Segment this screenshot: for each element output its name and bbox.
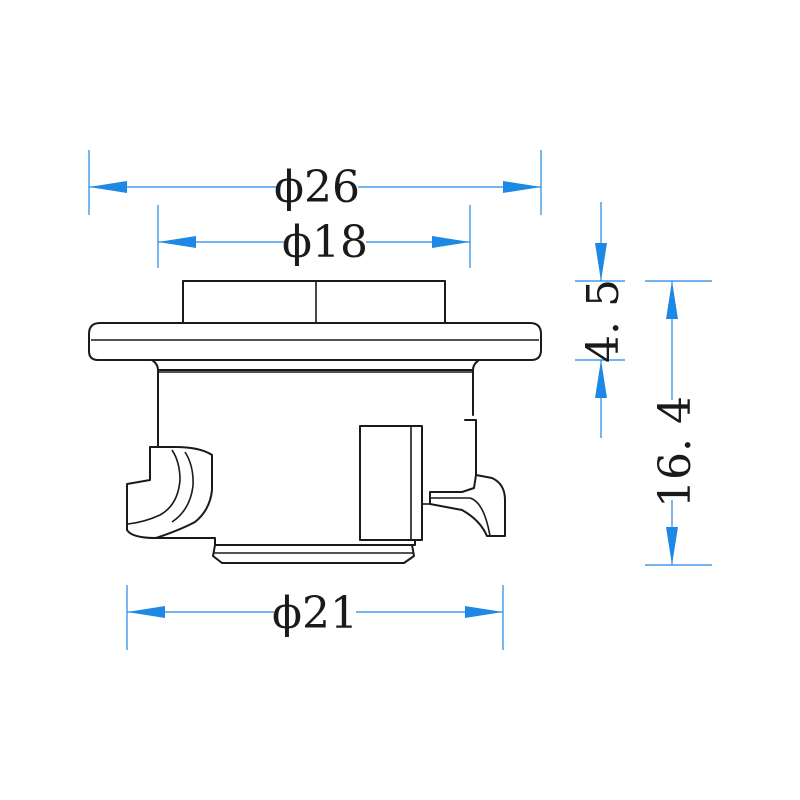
dimension-layer: ϕ26 ϕ18 ϕ21	[88, 150, 712, 650]
arrow-right	[432, 236, 470, 248]
dimension-inner-diameter: ϕ18	[157, 205, 471, 268]
left-clip-curve-a	[127, 449, 181, 525]
arrow-right	[503, 181, 541, 193]
arrow-left	[158, 236, 196, 248]
arrow-bottom	[666, 527, 678, 565]
arrow-left	[127, 606, 165, 618]
left-clip-curve-b	[171, 451, 194, 523]
flange-neck	[151, 359, 480, 371]
total-height-label: 16. 4	[650, 396, 701, 508]
arrow-bottom	[595, 360, 607, 398]
top-cap	[182, 280, 446, 324]
dimension-cap-height: 4. 5	[575, 202, 629, 438]
bottom-stub	[212, 544, 415, 564]
flange	[88, 322, 542, 361]
left-snap-clip	[126, 446, 213, 539]
dimension-outer-diameter: ϕ26	[88, 150, 542, 215]
dimension-base-diameter: ϕ21	[126, 585, 504, 650]
arrow-left	[89, 181, 127, 193]
right-latch	[359, 425, 423, 541]
cap-height-label: 4. 5	[578, 279, 629, 363]
inner-diameter-label: ϕ18	[282, 217, 368, 268]
base-diameter-label: ϕ21	[272, 588, 358, 639]
part-outline	[88, 280, 542, 564]
right-hook-inner	[430, 497, 491, 537]
outer-diameter-label: ϕ26	[274, 162, 360, 213]
right-hook	[429, 419, 506, 537]
arrow-top	[595, 243, 607, 281]
dimension-total-height: 16. 4	[645, 280, 712, 566]
arrow-top	[666, 281, 678, 319]
arrow-right	[465, 606, 503, 618]
